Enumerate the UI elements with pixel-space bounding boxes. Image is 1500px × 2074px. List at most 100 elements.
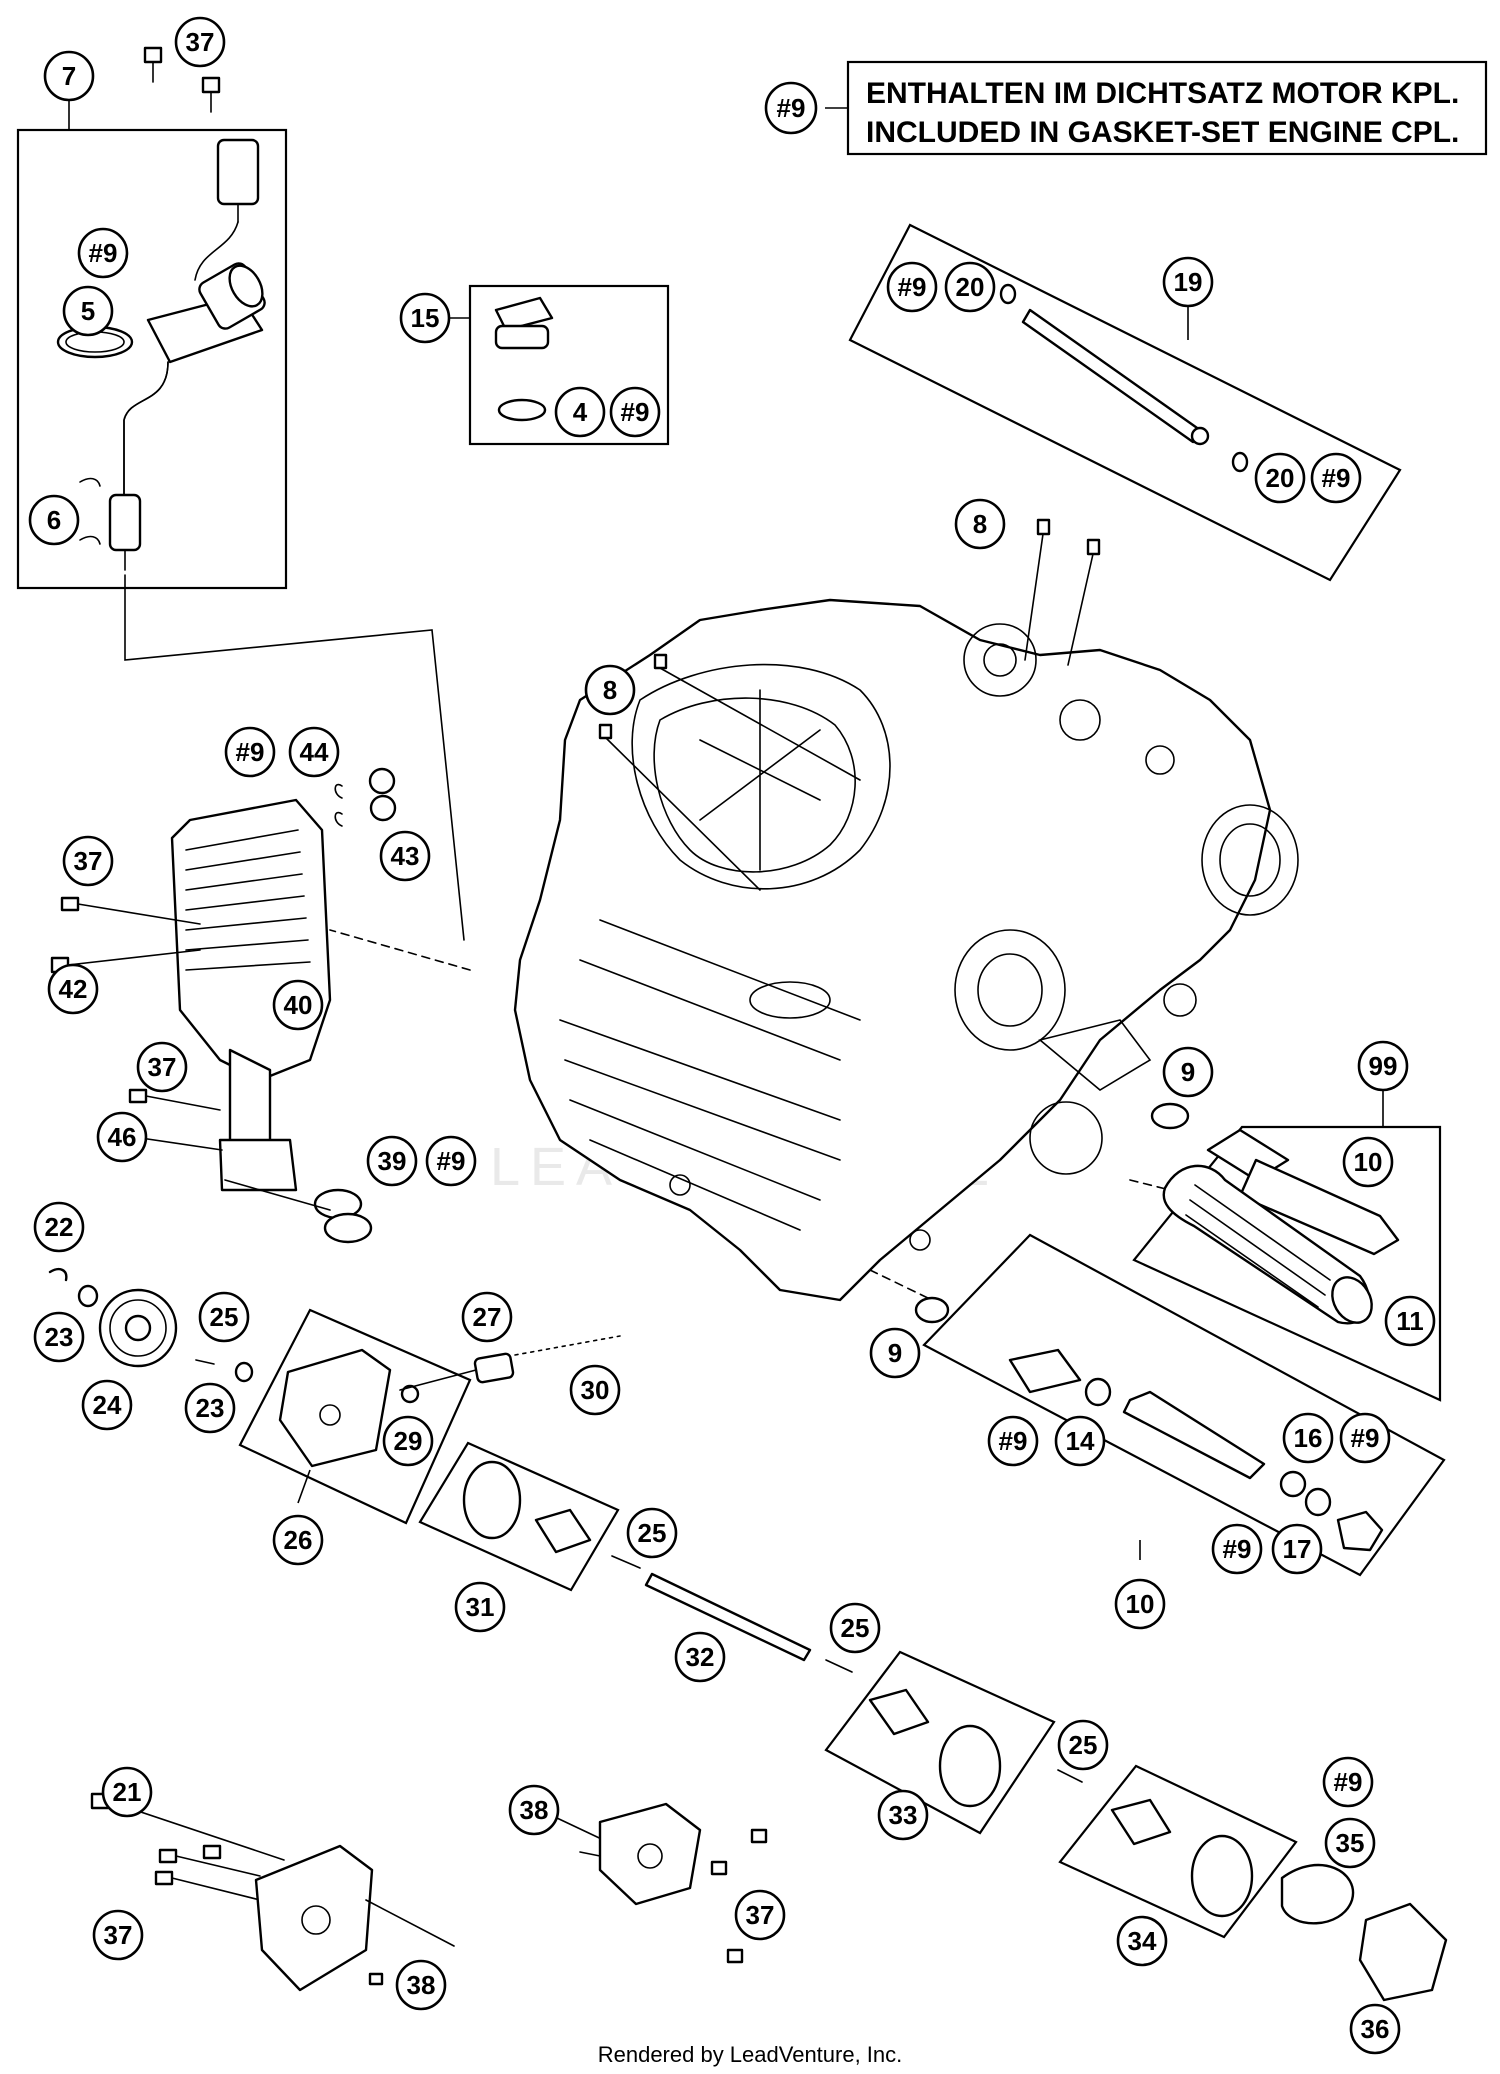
callout-number: 7 bbox=[62, 61, 76, 91]
callout-7: 7 bbox=[43, 50, 95, 102]
callout-circle bbox=[1324, 1817, 1376, 1869]
callout-21: 21 bbox=[101, 1766, 153, 1818]
callout-circle bbox=[1116, 1915, 1168, 1967]
callout-number: 23 bbox=[45, 1322, 74, 1352]
callout-number: 9 bbox=[888, 1338, 902, 1368]
callout-number: 17 bbox=[1283, 1534, 1312, 1564]
callout-32: 32 bbox=[674, 1631, 726, 1683]
callout-circle bbox=[47, 963, 99, 1015]
callout-9: 9 bbox=[869, 1327, 921, 1379]
callout-number: 37 bbox=[148, 1052, 177, 1082]
callout-number: 30 bbox=[581, 1375, 610, 1405]
callout-circle bbox=[829, 1602, 881, 1654]
callout-8: 8 bbox=[584, 664, 636, 716]
callout-25: 25 bbox=[1057, 1719, 1109, 1771]
callout-number: 38 bbox=[407, 1970, 436, 2000]
callout-circle bbox=[1254, 452, 1306, 504]
callout-number: 21 bbox=[113, 1777, 142, 1807]
callout-ref-9: #9 bbox=[425, 1135, 477, 1187]
callout-25: 25 bbox=[829, 1602, 881, 1654]
callout-circle bbox=[1057, 1719, 1109, 1771]
pump-shaft-part bbox=[644, 1572, 812, 1662]
callout-number: 14 bbox=[1066, 1426, 1095, 1456]
callout-number: 99 bbox=[1369, 1051, 1398, 1081]
callout-ref-9: #9 bbox=[1322, 1756, 1374, 1808]
callout-circle bbox=[869, 1327, 921, 1379]
footer-credit: Rendered by LeadVenture, Inc. bbox=[598, 2042, 903, 2067]
callout-37: 37 bbox=[136, 1041, 188, 1093]
group-7-sensor bbox=[16, 46, 465, 941]
callout-circle bbox=[954, 498, 1006, 550]
callout-ref-9: #9 bbox=[1211, 1523, 1263, 1575]
callout-circle bbox=[886, 261, 938, 313]
sleeve-part bbox=[1008, 1348, 1082, 1394]
callout-circle bbox=[1349, 2003, 1401, 2055]
callout-20: 20 bbox=[1254, 452, 1306, 504]
callout-number: 46 bbox=[108, 1122, 137, 1152]
callout-9: 9 bbox=[1162, 1046, 1214, 1098]
callout-number: 33 bbox=[889, 1800, 918, 1830]
callout-number: #9 bbox=[999, 1426, 1028, 1456]
callout-labels: 377#9#956154#919#92020#988#9444337424037… bbox=[28, 16, 1436, 2055]
callout-circle bbox=[395, 1959, 447, 2011]
callout-number: #9 bbox=[621, 397, 650, 427]
callout-circle bbox=[674, 1631, 726, 1683]
callout-number: 8 bbox=[973, 509, 987, 539]
callout-10: 10 bbox=[1342, 1136, 1394, 1188]
callout-15: 15 bbox=[399, 292, 451, 344]
crankcase-part bbox=[513, 598, 1299, 1302]
callout-circle bbox=[33, 1201, 85, 1253]
callout-33: 33 bbox=[877, 1789, 929, 1841]
callout-16: 16 bbox=[1282, 1412, 1334, 1464]
rotor-outer-part bbox=[462, 1460, 522, 1540]
callout-number: 37 bbox=[186, 27, 215, 57]
callout-34: 34 bbox=[1116, 1915, 1168, 1967]
callout-38: 38 bbox=[395, 1959, 447, 2011]
callout-20: 20 bbox=[944, 261, 996, 313]
callout-circle bbox=[1282, 1412, 1334, 1464]
callout-number: 32 bbox=[686, 1642, 715, 1672]
callout-number: #9 bbox=[1334, 1767, 1363, 1797]
rotor-inner-part bbox=[534, 1508, 592, 1554]
callout-circle bbox=[1114, 1578, 1166, 1630]
callout-42: 42 bbox=[47, 963, 99, 1015]
frame-group-31 bbox=[418, 1441, 620, 1592]
callout-number: 35 bbox=[1336, 1828, 1365, 1858]
callout-circle bbox=[1310, 452, 1362, 504]
callout-number: 25 bbox=[1069, 1730, 1098, 1760]
callout-99: 99 bbox=[1357, 1040, 1409, 1092]
callout-number: 34 bbox=[1128, 1926, 1157, 1956]
callout-38: 38 bbox=[508, 1784, 560, 1836]
callout-circle bbox=[33, 1311, 85, 1363]
filler-cap-part bbox=[494, 296, 554, 332]
callout-14: 14 bbox=[1054, 1415, 1106, 1467]
callout-number: 20 bbox=[956, 272, 985, 302]
callout-number: #9 bbox=[89, 238, 118, 268]
callout-27: 27 bbox=[461, 1291, 513, 1343]
callout-number: 26 bbox=[284, 1525, 313, 1555]
pump-housing-2-part bbox=[598, 1802, 702, 1906]
callout-circle bbox=[1162, 256, 1214, 308]
stud-parts bbox=[598, 518, 1101, 891]
callout-circle bbox=[382, 1415, 434, 1467]
callout-29: 29 bbox=[382, 1415, 434, 1467]
callout-circle bbox=[96, 1111, 148, 1163]
callout-circle bbox=[184, 1382, 236, 1434]
callout-circle bbox=[288, 726, 340, 778]
frame-group-19 bbox=[848, 223, 1402, 582]
callout-circle bbox=[987, 1415, 1039, 1467]
filler-o-ring-part bbox=[497, 398, 547, 422]
frame-group-99 bbox=[1132, 1125, 1442, 1402]
callout-37: 37 bbox=[62, 835, 114, 887]
callout-circle bbox=[1342, 1136, 1394, 1188]
callout-circle bbox=[224, 726, 276, 778]
note-line-2: INCLUDED IN GASKET-SET ENGINE CPL. bbox=[866, 116, 1459, 149]
callout-circle bbox=[198, 1291, 250, 1343]
pipe-sleeve-part bbox=[108, 493, 142, 552]
pump-housing-part bbox=[254, 1844, 374, 1992]
callout-circle bbox=[584, 664, 636, 716]
callout-circle bbox=[877, 1789, 929, 1841]
callout-circle bbox=[508, 1784, 560, 1836]
callout-number: 37 bbox=[746, 1900, 775, 1930]
callout-circle bbox=[43, 50, 95, 102]
